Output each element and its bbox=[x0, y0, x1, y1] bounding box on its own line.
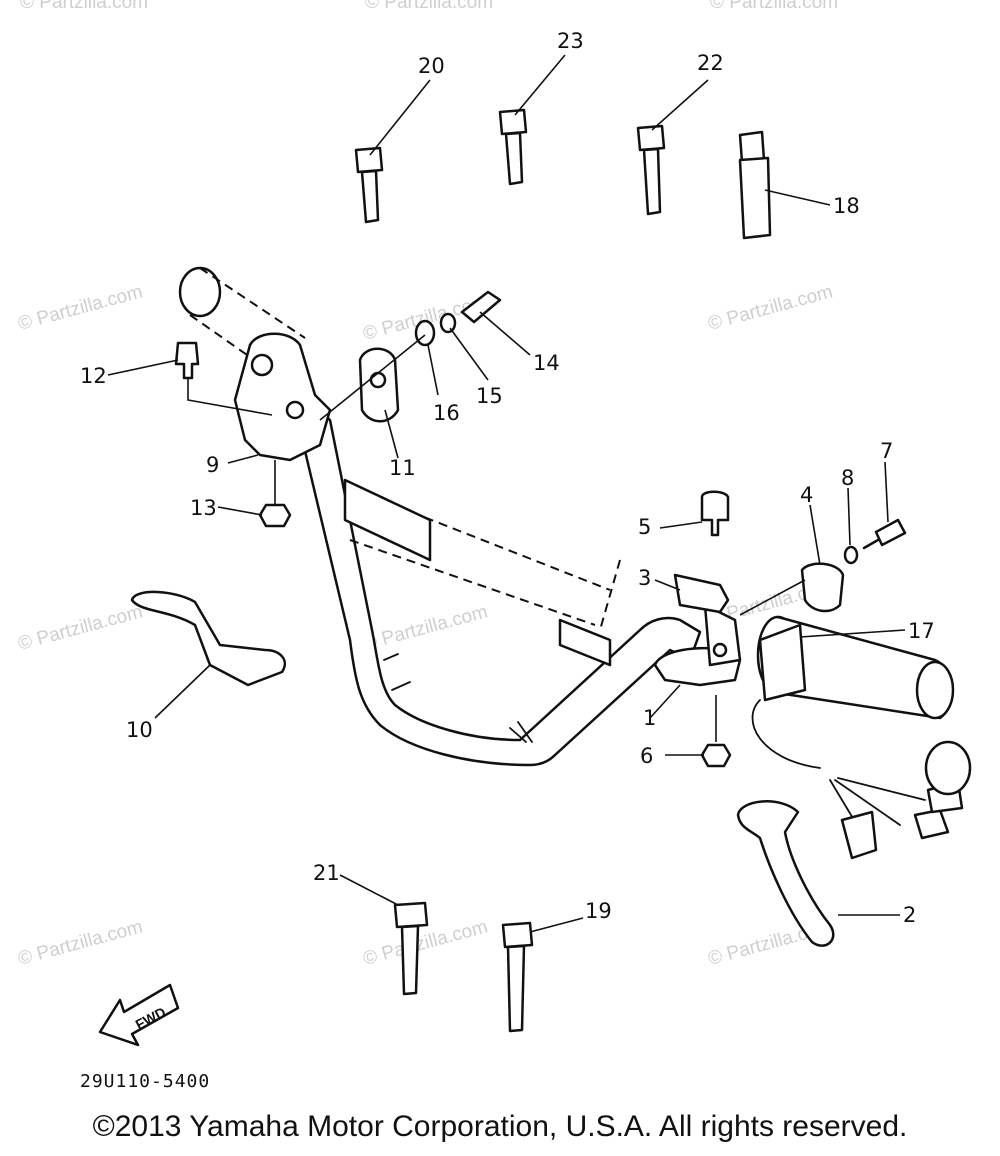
cable-tie-23 bbox=[498, 108, 528, 186]
diagram-code: 29U110-5400 bbox=[80, 1071, 210, 1092]
cable-tie-21 bbox=[393, 901, 429, 996]
watermark: © Partzilla.com bbox=[16, 281, 145, 334]
callout-labels: 20 23 22 18 14 15 16 12 11 9 13 7 8 4 5 … bbox=[80, 29, 935, 927]
clamp-4 bbox=[800, 562, 845, 613]
left-lever-holder bbox=[233, 332, 332, 462]
left-grip-end bbox=[178, 266, 222, 318]
callout-19: 19 bbox=[585, 899, 612, 923]
watermark: © Partzilla.com bbox=[16, 916, 145, 969]
callout-17: 17 bbox=[908, 619, 935, 643]
callout-22: 22 bbox=[697, 51, 724, 75]
watermark: © Partzilla.com bbox=[20, 0, 148, 13]
cable-tie-22 bbox=[636, 124, 666, 216]
washer-8 bbox=[843, 545, 859, 565]
screw-7 bbox=[862, 518, 907, 550]
bolt-14 bbox=[460, 290, 502, 324]
lever-10 bbox=[130, 590, 287, 687]
callout-11: 11 bbox=[389, 456, 416, 480]
callout-23: 23 bbox=[557, 29, 584, 53]
callout-20: 20 bbox=[418, 54, 445, 78]
watermark-layer: © Partzilla.com © Partzilla.com © Partzi… bbox=[16, 0, 838, 970]
watermark: © Partzilla.com bbox=[16, 601, 145, 654]
lever-2 bbox=[736, 800, 835, 947]
washer-16 bbox=[414, 319, 436, 347]
callout-1: 1 bbox=[643, 706, 656, 730]
nut-13 bbox=[258, 503, 292, 528]
wiring-harness bbox=[751, 699, 972, 860]
callout-3: 3 bbox=[638, 566, 651, 590]
cable-tie-20 bbox=[354, 146, 384, 224]
bolt-12 bbox=[174, 341, 200, 380]
nut-6 bbox=[700, 743, 732, 768]
copyright-notice: ©2013 Yamaha Motor Corporation, U.S.A. A… bbox=[92, 1110, 908, 1143]
fwd-arrow: FWD bbox=[98, 983, 180, 1047]
callout-12: 12 bbox=[80, 364, 107, 388]
callout-16: 16 bbox=[433, 401, 460, 425]
callout-7: 7 bbox=[880, 439, 893, 463]
callout-5: 5 bbox=[638, 515, 651, 539]
watermark: © Partzilla.com bbox=[365, 0, 493, 13]
nut-15 bbox=[439, 312, 457, 334]
right-lever-holder bbox=[653, 603, 742, 687]
callout-15: 15 bbox=[476, 384, 503, 408]
callout-13: 13 bbox=[190, 496, 217, 520]
handlebar bbox=[178, 266, 702, 767]
callout-2: 2 bbox=[903, 903, 916, 927]
bolt-5 bbox=[700, 490, 730, 537]
right-grip bbox=[756, 615, 955, 720]
watermark: © Partzilla.com bbox=[706, 281, 835, 334]
watermark: © Partzilla.com bbox=[710, 0, 838, 13]
callout-14: 14 bbox=[533, 351, 560, 375]
callout-4: 4 bbox=[800, 483, 813, 507]
callout-21: 21 bbox=[313, 861, 340, 885]
clamp-3 bbox=[673, 573, 730, 614]
callout-8: 8 bbox=[841, 466, 854, 490]
leader-lines bbox=[107, 54, 906, 933]
callout-6: 6 bbox=[640, 744, 653, 768]
callout-10: 10 bbox=[126, 718, 153, 742]
watermark: © Partzilla.com bbox=[361, 601, 490, 654]
cable-tie-19 bbox=[501, 921, 534, 1033]
callout-9: 9 bbox=[206, 453, 219, 477]
callout-18: 18 bbox=[833, 194, 860, 218]
cable-tie-18 bbox=[738, 130, 772, 240]
